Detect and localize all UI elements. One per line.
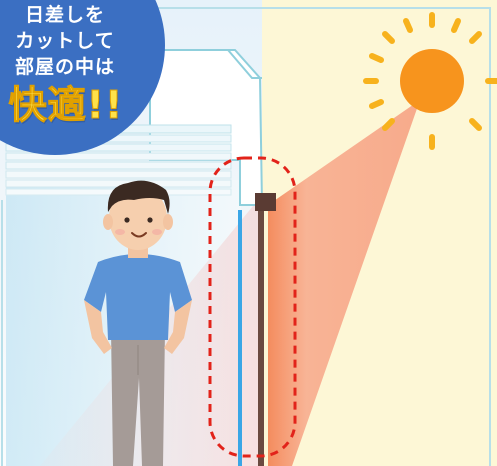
badge-headline: 快適!!	[8, 83, 124, 127]
sunlight-beam	[268, 100, 420, 466]
badge-line-3: 部屋の中は	[14, 56, 115, 78]
curtain-box-front	[150, 49, 262, 79]
window-sash	[238, 210, 242, 466]
headline-badge	[0, 0, 165, 155]
shutter-rod	[258, 211, 264, 466]
badge-line-1: 日差しを	[24, 4, 105, 26]
person-illustration	[84, 180, 192, 466]
highlight-dashed-box	[208, 156, 297, 458]
sun-icon	[363, 12, 497, 150]
shutter-top-box	[255, 193, 276, 211]
frame-border	[150, 7, 491, 466]
badge-line-2: カットして	[15, 30, 115, 52]
